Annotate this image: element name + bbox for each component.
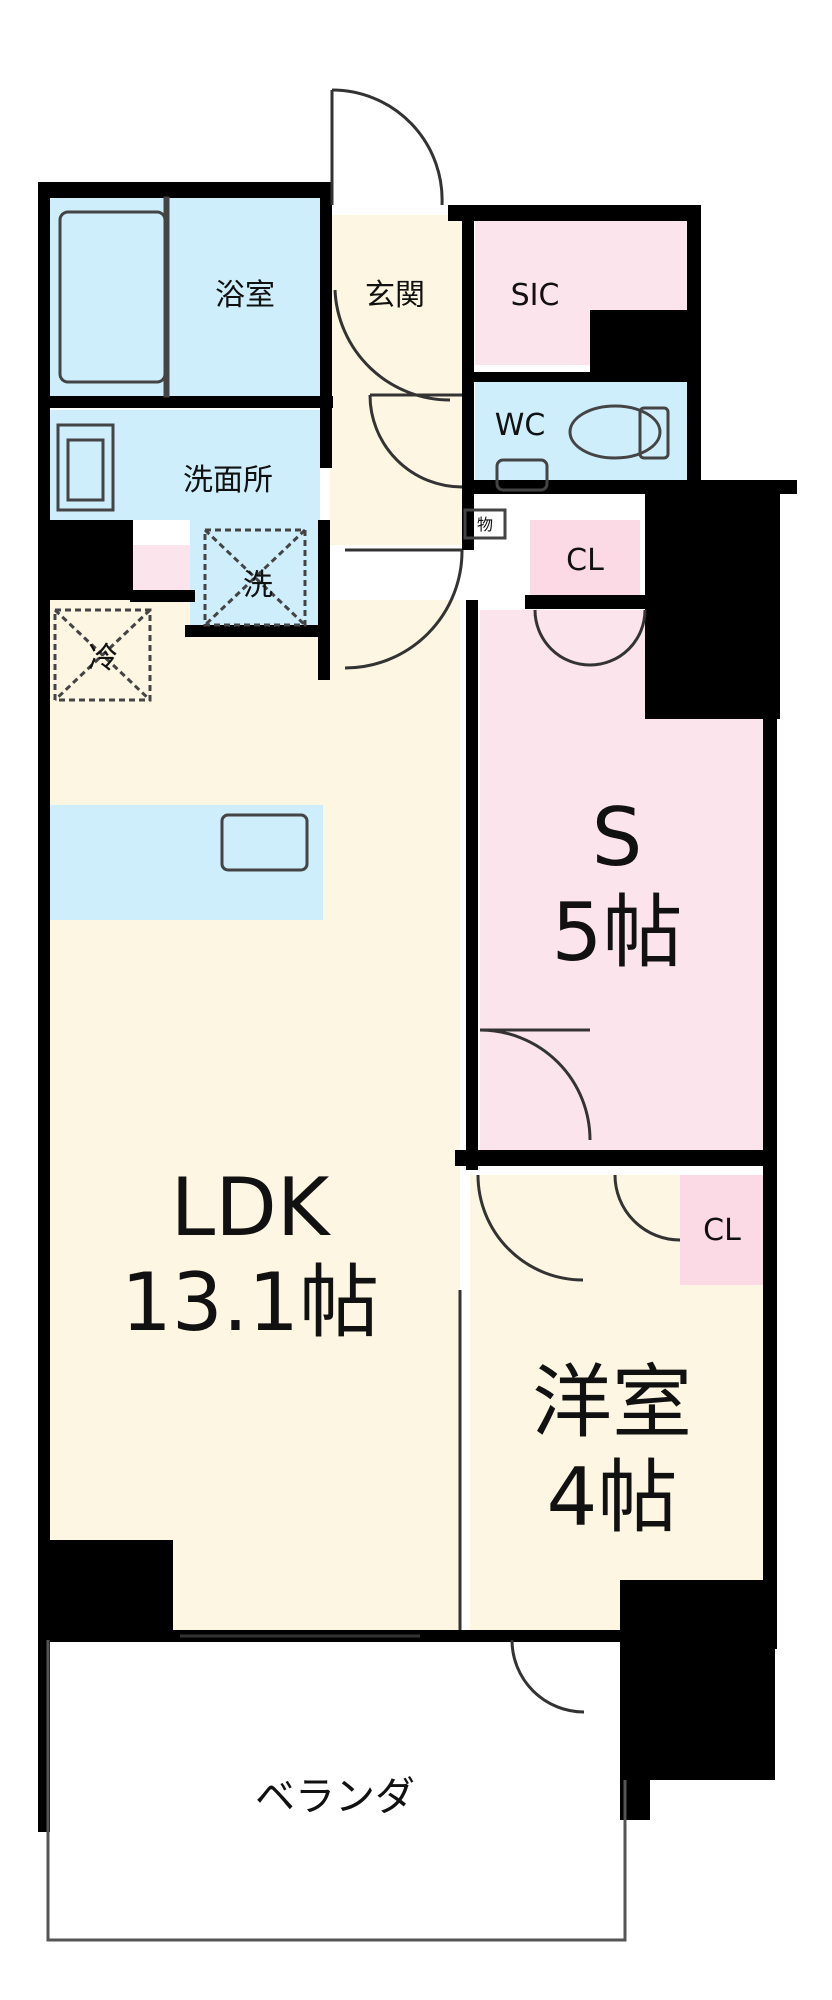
entrance-floor — [330, 215, 465, 545]
wall-between-sic-wc — [462, 372, 692, 382]
washer-diag-1 — [203, 528, 307, 627]
wall-wash-step — [130, 590, 195, 602]
washroom-label: 洗面所 — [183, 463, 273, 498]
washer-box-icon — [203, 528, 307, 627]
wall-column-upper — [705, 494, 780, 719]
bathroom-floor — [48, 198, 320, 396]
room-labels: 浴室 玄関 SIC WC 洗面所 洗 冷 物 CL S 5帖 LDK 13.1帖… — [88, 278, 741, 1820]
cl-western-label: CL — [703, 1213, 741, 1248]
western-door-swing — [476, 1174, 584, 1282]
ldk-size-label: 13.1帖 — [121, 1256, 379, 1349]
toilet-icon — [568, 404, 662, 460]
wall-ldk-bottom-left — [38, 1540, 173, 1640]
entrance-inner-swing — [333, 289, 451, 402]
doors — [180, 88, 681, 1714]
s-room-door-swing — [479, 1028, 592, 1141]
wall-center-vertical — [320, 198, 332, 468]
sic-label: SIC — [511, 278, 560, 313]
wall-top-right — [448, 205, 694, 221]
wall-wash-left — [38, 520, 133, 600]
cl-western-swing-l — [613, 1174, 681, 1242]
wc-basin-icon — [495, 458, 549, 492]
fridge-label: 冷 — [88, 641, 118, 676]
fixtures — [53, 196, 670, 872]
washer-diag-2 — [203, 528, 307, 627]
wall-s-left — [466, 600, 478, 1170]
wall-center-stub — [318, 520, 330, 680]
cl-western-floor — [680, 1175, 765, 1285]
wall-top-left — [38, 182, 332, 198]
walls — [38, 182, 797, 1832]
storage-small-label: 物 — [477, 515, 493, 534]
veranda-label: ベランダ — [255, 1774, 415, 1820]
wall-sic-notch — [590, 310, 694, 380]
wall-right — [763, 719, 777, 1649]
wall-wash-bottom — [185, 625, 325, 637]
washer-label: 洗 — [243, 568, 273, 603]
storage-small-box — [463, 508, 507, 540]
wc-floor — [475, 382, 687, 480]
cl-s-label: CL — [566, 543, 604, 578]
veranda-outline — [46, 1640, 627, 1942]
s-room-name-label: S — [592, 791, 643, 884]
wall-bathroom-bottom — [38, 396, 333, 408]
kitchen-counter — [48, 805, 323, 920]
cl-s-floor — [530, 520, 640, 595]
wc-label: WC — [495, 408, 546, 443]
ldk-floor — [48, 600, 460, 1640]
western-name-label: 洋室 — [532, 1356, 692, 1449]
cl-s-door-swing-l — [533, 609, 591, 667]
veranda-door-swing — [510, 1639, 585, 1714]
entry-door-swing — [331, 88, 444, 206]
bathroom-label: 浴室 — [215, 278, 275, 313]
s-room-size-label: 5帖 — [552, 886, 683, 979]
bathroom-divider — [163, 196, 170, 398]
washroom-floor — [48, 410, 320, 520]
ldk-door-swing — [344, 549, 464, 670]
cl-s-door-swing-r — [589, 609, 647, 667]
washbasin-icon — [56, 423, 115, 512]
wall-s-bottom — [455, 1150, 777, 1166]
fridge-diag-2 — [53, 608, 152, 702]
washroom-pink-corner — [130, 545, 190, 590]
wall-wc-bottom — [462, 480, 797, 494]
entrance-label: 玄関 — [365, 278, 425, 313]
fridge-box-icon — [53, 608, 152, 702]
toilet-tank-icon — [638, 406, 670, 460]
wall-cl-s-bottom — [525, 595, 645, 609]
sink-icon — [220, 813, 309, 872]
western-size-label: 4帖 — [547, 1451, 678, 1544]
wall-wc-right — [687, 205, 701, 495]
floor-fills — [48, 198, 765, 1640]
ldk-name-label: LDK — [171, 1161, 332, 1254]
veranda-rail — [46, 1640, 627, 1942]
inner-door-swing — [368, 394, 463, 489]
